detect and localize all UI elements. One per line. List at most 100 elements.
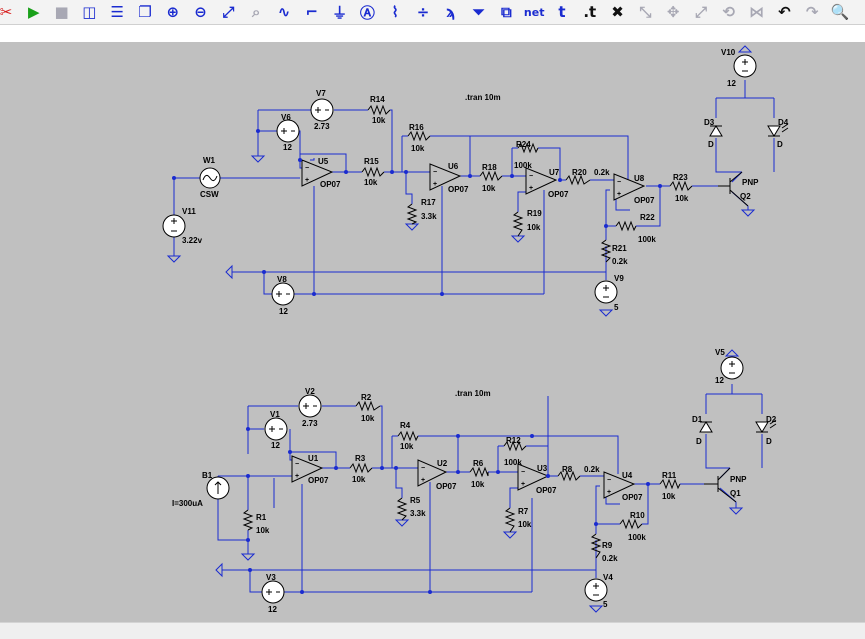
r15-symbol [361,166,385,178]
resistor-icon[interactable]: ⌇ [391,3,399,21]
v6-symbol [276,119,300,143]
r17-symbol [406,203,418,225]
bottom-r4-name-label: R4 [400,421,411,430]
zoom-back-icon[interactable]: ⌕ [251,3,261,21]
v7-symbol [310,98,334,122]
top-u8-value-label: OP07 [634,196,655,205]
svg-text:+: + [521,481,525,488]
tab-strip [0,25,865,42]
diode-icon[interactable]: ⏷ [472,3,485,21]
r4-symbol [397,430,419,442]
v5-symbol [720,356,744,380]
redo-icon[interactable]: ↷ [805,3,819,21]
r14-symbol [367,104,391,116]
tile-horizontal-icon[interactable]: ☰ [110,3,124,21]
move-icon[interactable]: ✥ [666,3,680,21]
bottom-b1-value-label: I=300uA [172,499,203,508]
bottom-u1-value-label: OP07 [308,476,329,485]
cut-icon[interactable]: ✂ [0,3,13,21]
svg-text:−: − [617,179,621,186]
top-u7-name-label: U7 [549,168,560,177]
component-icon[interactable]: ⧉ [501,3,512,21]
ground-icon[interactable]: ⏚ [332,3,348,22]
diodes[interactable] [699,125,781,433]
svg-text:−: − [433,169,437,176]
bottom-r10-value-label: 100k [628,533,646,542]
spice-waveform-icon[interactable]: ∿ [277,3,291,21]
v9-symbol [594,280,618,304]
bottom-v2-value-label: 2.73 [302,419,318,428]
duplicate-icon[interactable]: ⤡ [639,3,652,21]
opamps[interactable] [291,159,646,499]
top-r22-value-label: 100k [638,235,656,244]
v3-symbol [261,580,285,604]
d1-symbol [699,421,713,433]
bottom-r12-value-label: 100k [504,458,522,467]
capacitor-icon[interactable]: ÷ [416,3,430,21]
bottom-v3-name-label: V3 [266,573,276,582]
r16-symbol [407,130,431,142]
bottom-b1-name-label: B1 [202,471,213,480]
d4-symbol [767,125,781,137]
delete-icon[interactable]: ✖ [611,3,624,21]
bottom-r10-name-label: R10 [630,511,645,520]
r12-symbol [503,440,527,452]
sources[interactable] [162,54,757,604]
top-r18-value-label: 10k [482,184,496,193]
comment-icon[interactable]: .t [583,3,597,21]
bottom-labels: .tran 10m V5 12 V2 2.73 V1 12 R2 10k R4 … [172,348,777,614]
bottom-r2-name-label: R2 [361,393,372,402]
bottom-d2-value-label: D [766,437,772,446]
schematic-drawing[interactable]: −+ −+ −+ −+ −+ −+ −+ −+ [0,42,865,622]
zoom-fit-icon[interactable]: ⤢ [222,3,235,21]
undo-icon[interactable]: ↶ [778,3,791,21]
r3-symbol [349,462,373,474]
r22-symbol [615,220,637,232]
bottom-v2-name-label: V2 [305,387,315,396]
top-r23-value-label: 10k [675,194,689,203]
u1-symbol [291,455,324,483]
label-net-icon[interactable]: Ⓐ [359,3,375,22]
q1-symbol [704,467,737,503]
top-tran-directive: .tran 10m [465,93,501,102]
schematic-canvas[interactable]: −+ −+ −+ −+ −+ −+ −+ −+ [0,42,865,622]
text-icon[interactable]: t [558,3,566,21]
bottom-r1-name-label: R1 [256,513,267,522]
zoom-in-icon[interactable]: ⊕ [166,3,180,21]
top-r21-name-label: R21 [612,244,627,253]
drag-icon[interactable]: ⤢ [694,3,707,21]
top-r23-name-label: R23 [673,173,688,182]
top-r21-value-label: 0.2k [612,257,628,266]
resistors[interactable] [242,104,693,559]
r1-symbol [242,509,254,531]
bottom-r7-value-label: 10k [518,520,532,529]
tile-vertical-icon[interactable]: ◫ [82,3,97,21]
spice-directive-icon[interactable]: net [523,5,545,19]
run-icon[interactable]: ▶ [28,3,40,21]
bottom-v1-name-label: V1 [270,410,280,419]
inductor-icon[interactable]: ϡ [446,3,456,21]
bottom-r3-name-label: R3 [355,454,366,463]
cascade-icon[interactable]: ❐ [138,3,152,21]
top-v11-value-label: 3.22v [182,236,203,245]
bottom-r7-name-label: R7 [518,507,529,516]
find-icon[interactable]: 🔍 [830,3,850,21]
bottom-r9-name-label: R9 [602,541,613,550]
bottom-d1-value-label: D [696,437,702,446]
bottom-q1-value-label: PNP [730,475,747,484]
zoom-out-icon[interactable]: ⊖ [194,3,207,21]
svg-text:+: + [295,473,299,480]
u3-symbol [517,463,550,491]
transistors[interactable] [704,171,749,503]
mirror-icon[interactable]: ⋈ [749,3,765,21]
wire-icon[interactable]: ⌐ [305,3,319,21]
top-u6-name-label: U6 [448,162,459,171]
rotate-icon[interactable]: ⟲ [722,3,736,21]
r21-symbol [600,239,612,263]
bottom-r1-value-label: 10k [256,526,270,535]
svg-text:+: + [529,185,533,192]
halt-icon[interactable]: ■ [54,3,69,21]
bottom-d2-name-label: D2 [766,415,777,424]
bottom-q1-name-label: Q1 [730,489,741,498]
